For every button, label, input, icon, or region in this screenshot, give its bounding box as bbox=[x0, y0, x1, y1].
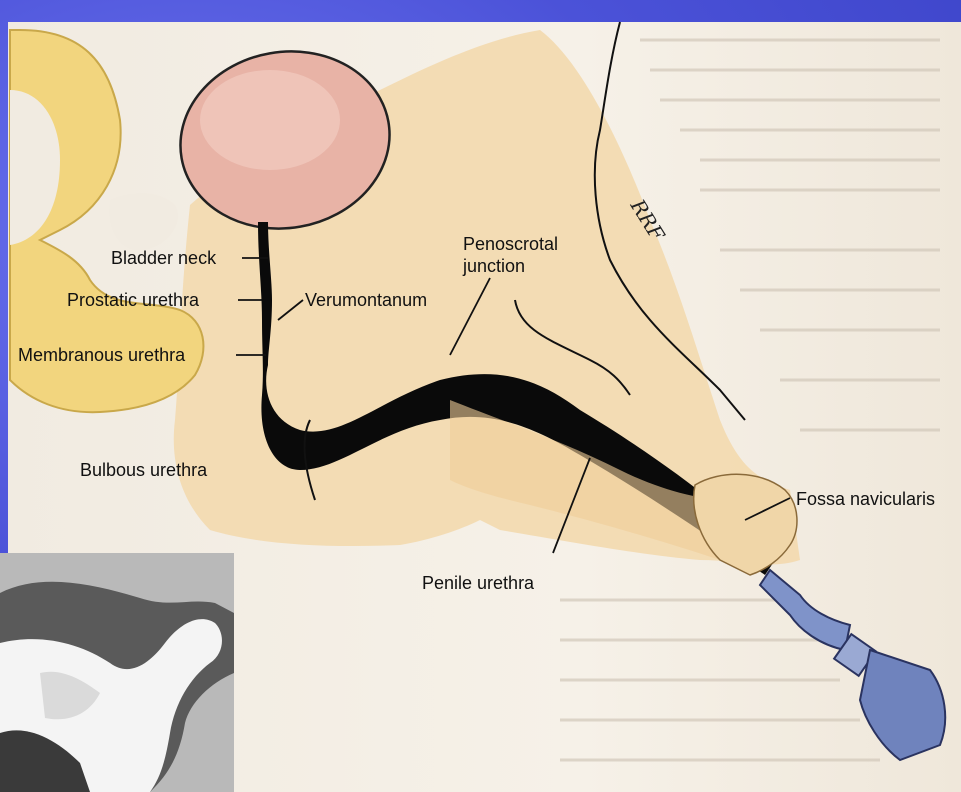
xray-inset bbox=[0, 553, 234, 792]
label-penoscrotal-2: junction bbox=[463, 256, 525, 276]
label-penile-urethra: Penile urethra bbox=[422, 573, 534, 593]
label-fossa-navicularis: Fossa navicularis bbox=[796, 489, 935, 509]
label-penoscrotal-1: Penoscrotal bbox=[463, 234, 558, 254]
bladder-highlight bbox=[200, 70, 340, 170]
label-bulbous-urethra: Bulbous urethra bbox=[80, 460, 207, 480]
label-bladder-neck: Bladder neck bbox=[111, 248, 216, 268]
xray-image bbox=[0, 553, 234, 792]
label-membranous-urethra: Membranous urethra bbox=[18, 345, 185, 365]
label-prostatic-urethra: Prostatic urethra bbox=[67, 290, 199, 310]
syringe bbox=[760, 570, 945, 760]
bone-notch bbox=[109, 193, 178, 251]
label-verumontanum: Verumontanum bbox=[305, 290, 427, 310]
